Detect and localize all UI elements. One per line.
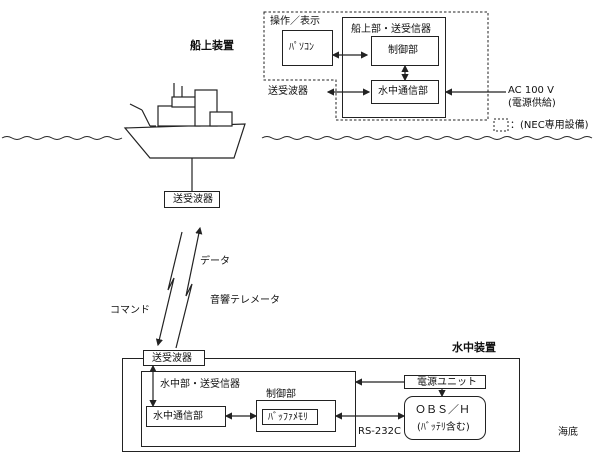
seafloor-label: 海底	[558, 427, 578, 438]
rs232c-label: RS-232C	[358, 426, 401, 437]
command-label: コマンド	[110, 305, 150, 316]
underwater-transceiver-box: 水中部・送受信器	[141, 371, 356, 447]
sea-surface-waves	[1, 136, 593, 140]
underwater-transceiver-label: 水中部・送受信器	[160, 379, 240, 390]
underwater-transducer-box: 送受波器	[143, 350, 205, 366]
obs-h-box: ＯＢＳ／Ｈ (ﾊﾞｯﾃﾘ含む)	[404, 396, 486, 440]
ship-icon	[123, 83, 246, 159]
underwater-transducer-label: 送受波器	[152, 353, 192, 364]
acoustic-link-arrows	[155, 226, 203, 349]
buffer-memory-box: ﾊﾞｯﾌｧﾒﾓﾘ	[262, 409, 318, 425]
ship-transducer-box: 送受波器	[164, 191, 220, 208]
ship-control-label: 制御部	[388, 45, 418, 56]
ship-underwater-comm-label: 水中通信部	[378, 86, 428, 97]
pc-box: ﾊﾟｿｺﾝ	[282, 30, 333, 66]
buffer-memory-label: ﾊﾞｯﾌｧﾒﾓﾘ	[268, 412, 308, 423]
ship-equipment-label: 船上装置	[190, 39, 234, 52]
ship-side-transducer-label: 送受波器	[268, 86, 308, 97]
ship-underwater-comm-box: 水中通信部	[371, 80, 439, 104]
ship-transducer-label: 送受波器	[173, 194, 213, 205]
underwater-comm-label: 水中通信部	[153, 411, 203, 422]
ship-control-box: 制御部	[371, 36, 439, 66]
console-group-label: 操作／表示	[270, 16, 320, 27]
power-supply-note: (電源供給)	[508, 98, 556, 109]
underwater-comm-box: 水中通信部	[146, 406, 226, 427]
underwater-equipment-frame	[122, 358, 520, 452]
underwater-equipment-label: 水中装置	[452, 341, 496, 354]
acoustic-telemetry-label: 音響テレメータ	[210, 295, 280, 306]
ac-power-label: AC 100 V	[508, 85, 554, 96]
power-unit-label: 電源ユニット	[417, 377, 477, 388]
pc-label: ﾊﾟｿｺﾝ	[289, 42, 314, 53]
nec-equipment-legend: ：(NEC専用設備)	[510, 120, 589, 131]
underwater-control-box	[256, 400, 336, 432]
onboard-transceiver-label: 船上部・送受信器	[351, 24, 431, 35]
data-label: データ	[200, 256, 230, 267]
obs-h-label: ＯＢＳ／Ｈ	[415, 403, 470, 416]
power-unit-box: 電源ユニット	[404, 375, 486, 389]
underwater-control-label: 制御部	[266, 389, 296, 400]
onboard-transceiver-box: 船上部・送受信器	[342, 17, 446, 118]
obs-h-note: (ﾊﾞｯﾃﾘ含む)	[417, 422, 470, 433]
